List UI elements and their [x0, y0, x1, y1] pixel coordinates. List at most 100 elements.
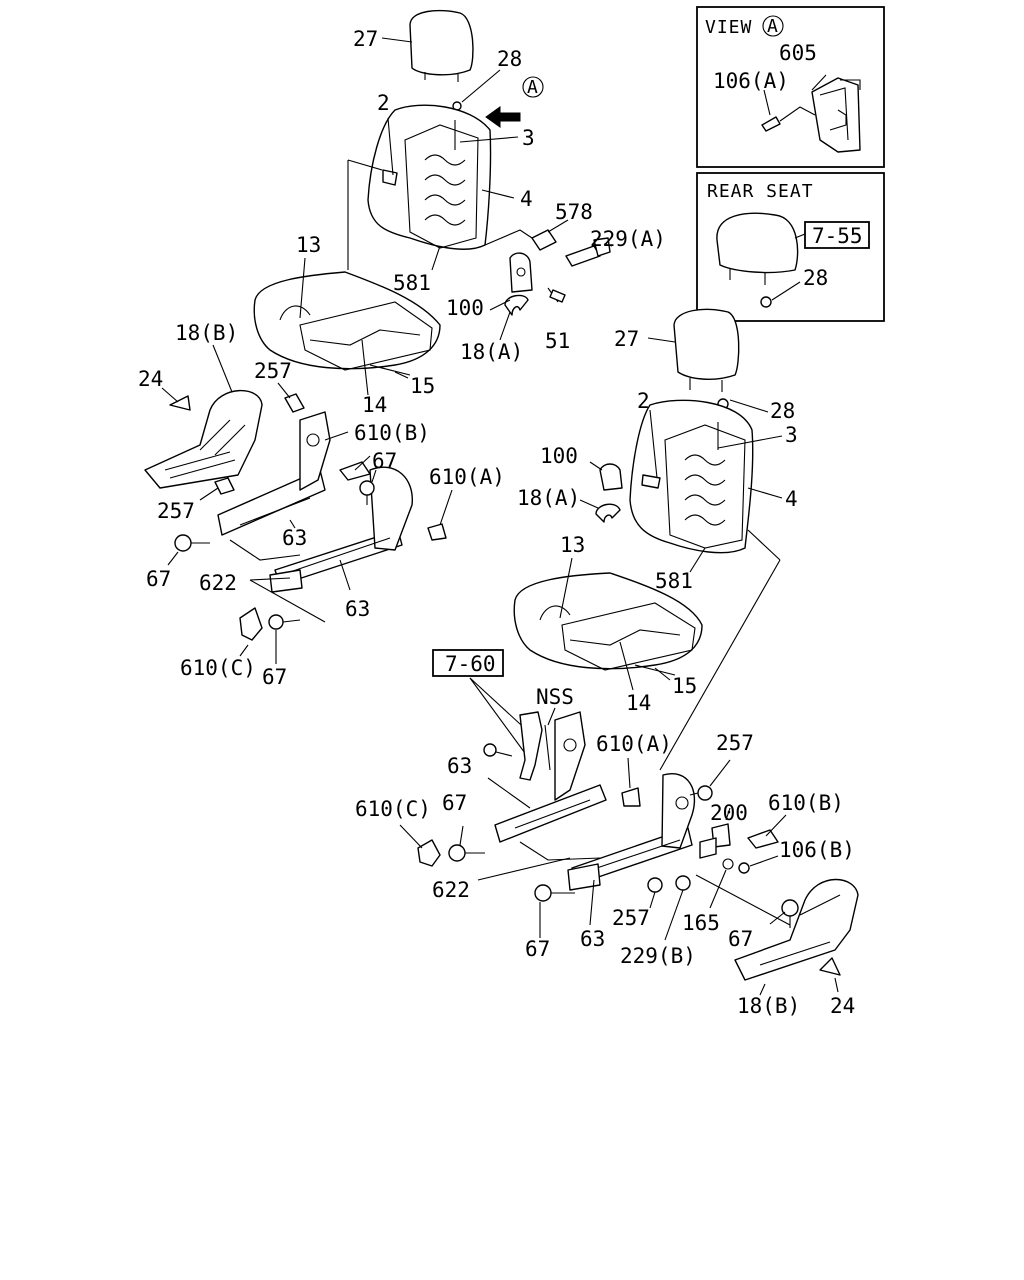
headrest-27-right: [673, 308, 740, 392]
cover-100-right: [599, 463, 623, 491]
seat-back-right: [629, 399, 754, 554]
label-67e: 67: [728, 927, 753, 951]
part-labels: 27 28 2 3 4 578 229(A) 581 13 100 51 18(…: [138, 27, 863, 1018]
side-cover-18b-left: [144, 389, 263, 489]
bolt-257-left-top: [284, 393, 305, 413]
label-3b: 3: [785, 423, 798, 447]
bolt-67-right-c: [781, 899, 799, 928]
label-610a-b: 610(A): [596, 732, 672, 756]
cap-610a-left: [427, 523, 447, 541]
seat-track-right: [494, 711, 696, 891]
rear-seat-inset: REAR SEAT: [696, 172, 885, 322]
label-27a: 27: [353, 27, 378, 51]
label-15b: 15: [672, 674, 697, 698]
view-a-title: VIEW: [705, 17, 752, 38]
label-3a: 3: [522, 126, 535, 150]
view-a-inset: VIEW A: [696, 6, 885, 168]
headrest-27-left: [409, 9, 474, 82]
label-13b: 13: [560, 533, 585, 557]
label-106a: 106(A): [713, 69, 789, 93]
clip-200b: [699, 837, 717, 859]
label-610a-a: 610(A): [429, 465, 505, 489]
label-100a: 100: [446, 296, 484, 320]
label-100b: 100: [540, 444, 578, 468]
label-610c-b: 610(C): [355, 797, 431, 821]
screw-106b: [738, 862, 750, 874]
bolt-67-right-a: [448, 844, 485, 862]
knob-24-right: [819, 957, 841, 976]
label-578: 578: [555, 200, 593, 224]
ref-box-7-60: [432, 649, 504, 677]
knob-24-left: [169, 395, 191, 411]
label-257d: 257: [612, 906, 650, 930]
bushing-578: [531, 229, 557, 251]
label-67a: 67: [372, 449, 397, 473]
retainer-18a-right: [595, 503, 621, 523]
label-610c-a: 610(C): [180, 656, 256, 680]
washer-165: [722, 858, 734, 870]
bolt-67-left-a: [359, 480, 375, 505]
label-67f: 67: [525, 937, 550, 961]
bolt-257-right-top: [689, 785, 713, 801]
bolt-257-left-mid: [214, 477, 235, 495]
seat-cushion-right: [513, 572, 703, 676]
label-622b: 622: [432, 878, 470, 902]
cover-100-left: [509, 252, 533, 293]
label-67c: 67: [262, 665, 287, 689]
view-a-marker: A: [767, 16, 779, 37]
clip-610b-right: [747, 829, 779, 849]
rear-seat-title: REAR SEAT: [707, 181, 814, 202]
clip-610b-left: [339, 461, 371, 481]
bolt-257-right-b: [647, 877, 663, 893]
label-63d: 63: [580, 927, 605, 951]
bolt-229a: [565, 237, 611, 267]
belt-buckle-nss: [519, 711, 551, 781]
retainer-18a-left: [504, 294, 529, 316]
bolt-67-left-b: [174, 534, 210, 552]
label-28a: 28: [497, 47, 522, 71]
label-106b: 106(B): [779, 838, 855, 862]
screw-51: [549, 289, 566, 303]
label-63a: 63: [282, 526, 307, 550]
side-cover-18b-right: [734, 878, 859, 981]
cap-610c-right: [417, 839, 441, 867]
cap-610c-left: [239, 607, 263, 641]
label-581b: 581: [655, 569, 693, 593]
label-18b-a: 18(B): [175, 321, 238, 345]
label-24b: 24: [830, 994, 855, 1018]
label-4a: 4: [520, 187, 533, 211]
label-ref-7-60: 7-60: [445, 652, 496, 676]
label-581a: 581: [393, 271, 431, 295]
label-257a: 257: [254, 359, 292, 383]
label-229b: 229(B): [620, 944, 696, 968]
label-610b-a: 610(B): [354, 421, 430, 445]
label-622a: 622: [199, 571, 237, 595]
label-28-rear: 28: [803, 266, 828, 290]
label-13a: 13: [296, 233, 321, 257]
label-67d: 67: [442, 791, 467, 815]
label-27b: 27: [614, 327, 639, 351]
label-18b-b: 18(B): [737, 994, 800, 1018]
bolt-67-right-b: [534, 884, 575, 902]
rear-seat-ref-box: [804, 221, 870, 249]
label-165: 165: [682, 911, 720, 935]
label-15a: 15: [410, 374, 435, 398]
seat-back-left: [367, 104, 492, 250]
bolt-67-left-c: [268, 614, 301, 630]
label-2a: 2: [377, 91, 390, 115]
bracket-605-drawing: [811, 77, 861, 153]
label-4b: 4: [785, 487, 798, 511]
label-605: 605: [779, 41, 817, 65]
label-2b: 2: [637, 389, 650, 413]
label-610b-b: 610(B): [768, 791, 844, 815]
seat-track-left: [217, 411, 413, 593]
label-24a: 24: [138, 367, 163, 391]
direction-arrow: [485, 106, 521, 128]
screw-106a: [761, 116, 781, 132]
label-63c: 63: [447, 754, 472, 778]
cap-610a-right: [621, 787, 641, 807]
label-257c: 257: [716, 731, 754, 755]
label-229a: 229(A): [590, 227, 666, 251]
label-nss: NSS: [536, 685, 574, 709]
